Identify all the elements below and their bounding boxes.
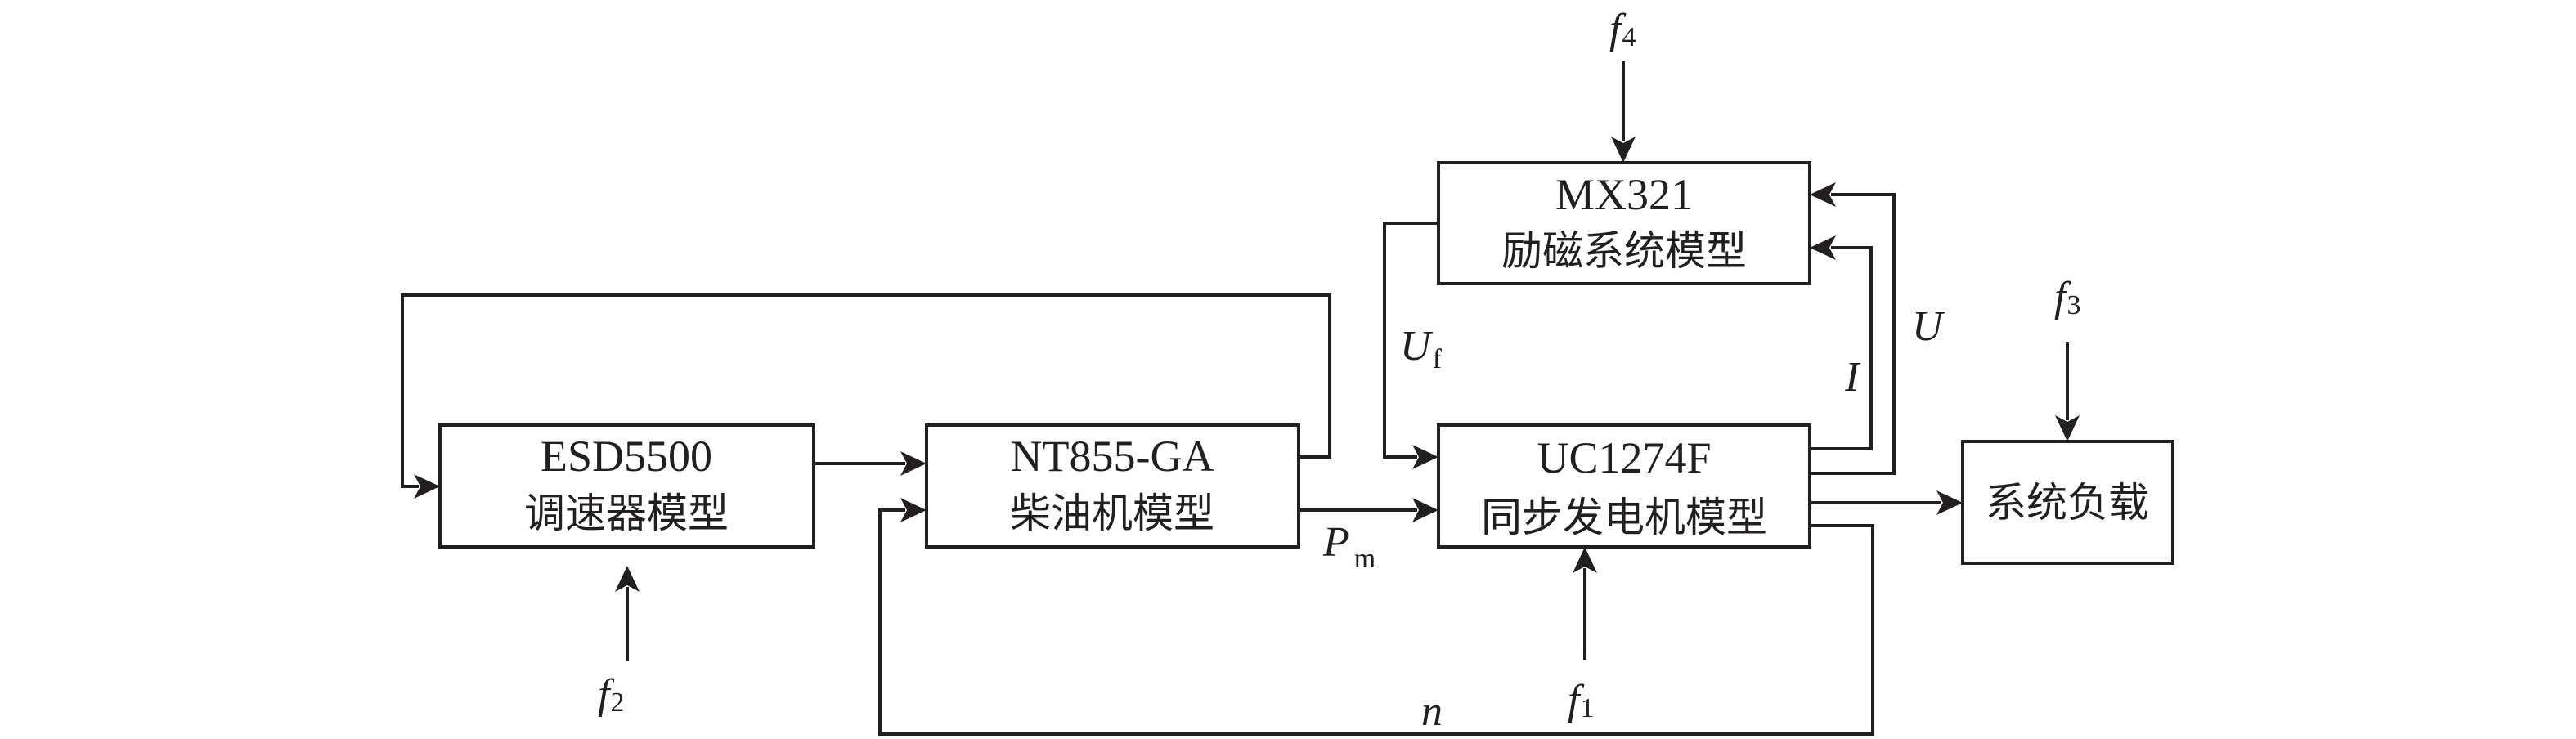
arrowhead-f2	[615, 566, 640, 592]
signal-label-u: U	[1912, 303, 1945, 350]
n-feedback-wire	[878, 508, 1874, 736]
uf-wire	[1383, 222, 1438, 459]
i-wire	[1810, 246, 1873, 450]
exciter-name-label: 励磁系统模型	[1501, 227, 1747, 275]
signal-label-n: n	[1421, 688, 1443, 735]
generator-box	[1437, 423, 1811, 549]
governor-name-label: 调速器模型	[524, 490, 729, 537]
engine-model-label: NT855-GA	[1011, 432, 1214, 481]
engine-box	[925, 423, 1300, 549]
governor-box	[438, 423, 815, 549]
arrowhead-load-in	[1936, 490, 1963, 515]
fault-label-f1: f1	[1568, 677, 1594, 723]
arrowhead-governor-in	[414, 474, 440, 499]
fault-label-f4: f4	[1609, 6, 1636, 52]
engine-to-governor-wire	[401, 293, 1331, 488]
block-exciter: MX321 励磁系统模型	[1437, 161, 1811, 285]
arrowhead-exciter-in-u	[1810, 182, 1836, 207]
arrowhead-generator-in-pm	[1412, 498, 1438, 522]
block-load: 系统负载	[1961, 440, 2174, 565]
signal-label-uf: Uf	[1400, 323, 1443, 374]
block-governor: ESD5500 调速器模型	[438, 423, 815, 549]
fault-label-f2: f2	[598, 671, 624, 718]
arrowhead-generator-in-uf	[1412, 445, 1438, 469]
arrowhead-engine-in-top	[900, 451, 927, 476]
engine-name-label: 柴油机模型	[1010, 490, 1214, 537]
exciter-box	[1437, 161, 1811, 285]
load-box	[1961, 440, 2174, 565]
arrowhead-f1	[1573, 547, 1597, 573]
block-generator: UC1274F 同步发电机模型	[1437, 423, 1811, 549]
arrowhead-f4	[1611, 137, 1636, 163]
generator-name-label: 同步发电机模型	[1481, 494, 1767, 541]
signal-label-i: I	[1844, 354, 1861, 401]
arrowhead-f3	[2055, 415, 2080, 441]
fault-label-f3: f3	[2054, 274, 2080, 320]
arrowhead-exciter-in-i	[1810, 235, 1836, 260]
generator-model-label: UC1274F	[1537, 433, 1711, 482]
load-name-label: 系统负载	[1986, 479, 2149, 526]
governor-model-label: ESD5500	[541, 432, 712, 481]
u-wire	[1810, 193, 1896, 475]
exciter-model-label: MX321	[1555, 170, 1693, 219]
arrowhead-engine-in-n	[900, 498, 927, 522]
block-engine: NT855-GA 柴油机模型	[925, 423, 1300, 549]
